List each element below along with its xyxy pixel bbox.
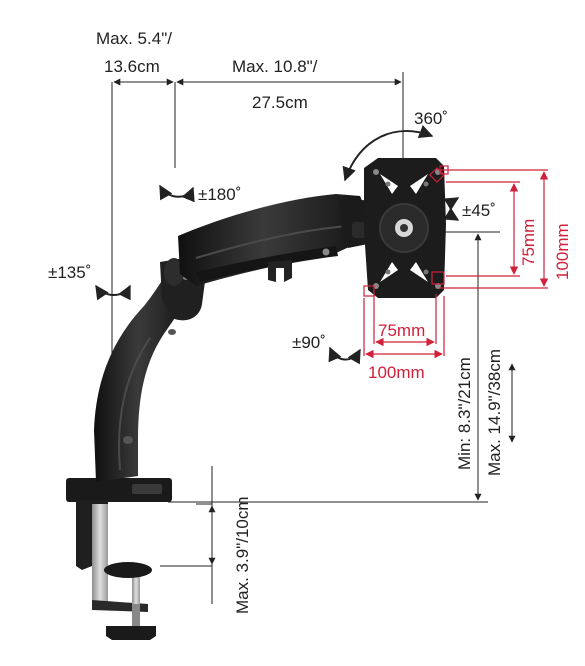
rotate-360-arrow <box>342 125 434 182</box>
swivel-135-arrow <box>95 284 131 301</box>
depth-short-label-bottom: 13.6cm <box>104 57 160 76</box>
vesa-100-horizontal-label: 100mm <box>368 363 425 382</box>
rotate-90-arrow <box>328 346 361 365</box>
cable-clip <box>268 260 292 282</box>
gas-spring-strut <box>196 246 338 282</box>
swivel-180-label: ±180˚ <box>198 185 241 204</box>
upper-arm <box>178 194 368 286</box>
vesa-75-horizontal-label: 75mm <box>378 321 425 340</box>
height-min-label: Min: 8.3"/21cm <box>455 357 474 470</box>
height-max-label: Max. 14.9"/38cm <box>485 349 504 476</box>
rotation-arrows <box>95 125 460 365</box>
vesa-100-vertical-label: 100mm <box>553 223 572 280</box>
swivel-180-arrow <box>159 184 195 203</box>
lower-arm <box>94 274 192 482</box>
tilt-45-arrow <box>443 197 460 221</box>
clamp-rail <box>92 504 108 602</box>
rotation-360-label: 360˚ <box>414 109 448 128</box>
vesa-75-vertical-label: 75mm <box>519 219 538 266</box>
depth-short-label-top: Max. 5.4"/ <box>96 29 172 48</box>
vesa-dimensions <box>363 165 549 359</box>
tilt-45-label: ±45˚ <box>462 201 496 220</box>
clamp-pad <box>104 562 152 578</box>
depth-long-label-top: Max. 10.8"/ <box>232 57 318 76</box>
swivel-135-label: ±135˚ <box>48 263 91 282</box>
depth-long-label-bottom: 27.5cm <box>252 93 308 112</box>
clamp-max-label: Max. 3.9"/10cm <box>233 496 252 614</box>
rotate-90-label: ±90˚ <box>292 333 326 352</box>
vesa-plate <box>364 158 446 298</box>
clamp-knob <box>106 626 156 640</box>
